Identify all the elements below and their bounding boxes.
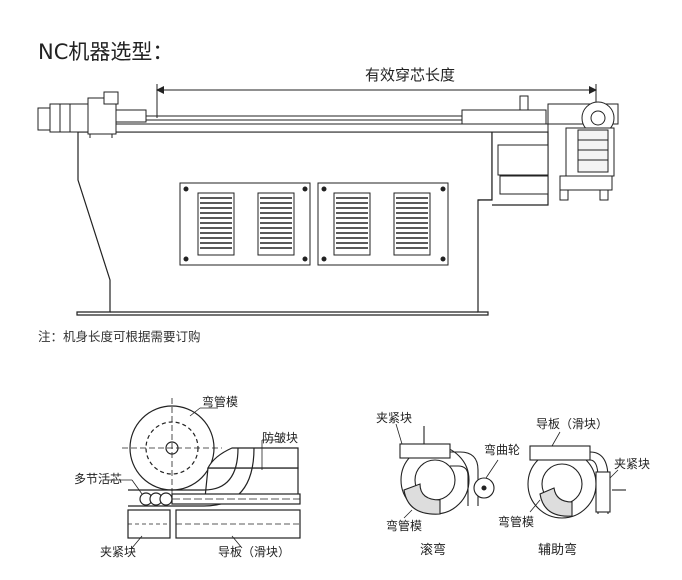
- caption-assist-bend: 辅助弯: [538, 543, 578, 558]
- label-bend-die: 弯管模: [202, 395, 239, 409]
- machine-drawing: [37, 84, 619, 316]
- machine-note: 注：机身长度可根据需要订购: [38, 329, 201, 344]
- label-wiper: 防皱块: [262, 431, 299, 445]
- label-mandrel: 多节活芯: [74, 472, 123, 486]
- label-clamp: 夹紧块: [100, 545, 137, 559]
- vent-panel-right: [317, 182, 449, 266]
- label-bend-die-right: 弯管模: [498, 515, 535, 529]
- vent-panel-left: [179, 182, 311, 266]
- rear-carriage: [37, 91, 147, 138]
- label-bend-wheel: 弯曲轮: [484, 443, 521, 457]
- dimension-label: 有效穿芯长度: [365, 66, 456, 84]
- label-bend-die-left: 弯管模: [386, 519, 423, 533]
- label-clamp-left: 夹紧块: [376, 411, 413, 425]
- caption-roll-bend: 滚弯: [420, 543, 447, 558]
- bending-head: [461, 95, 619, 201]
- label-pressure-die: 导板（滑块）: [218, 545, 291, 559]
- page-title: NC机器选型：: [38, 40, 174, 64]
- label-pressure-die-right: 导板（滑块）: [536, 417, 609, 431]
- label-clamp-right: 夹紧块: [614, 457, 651, 471]
